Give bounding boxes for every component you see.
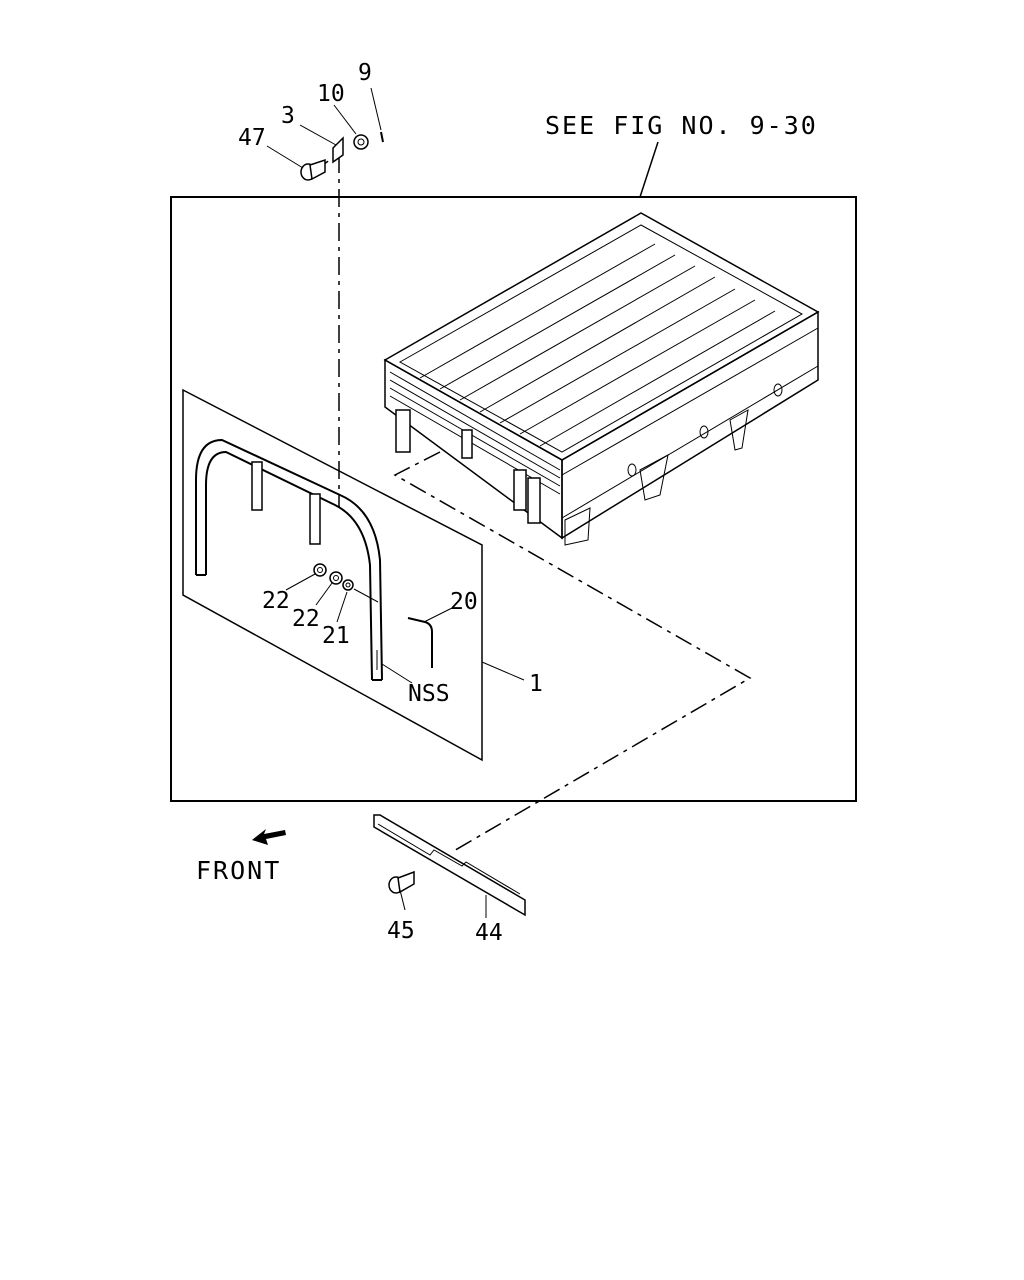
callout-21: 21 bbox=[322, 623, 350, 649]
callout-22a: 22 bbox=[262, 588, 290, 614]
bed-to-panel-line bbox=[393, 451, 752, 853]
truck-bed bbox=[383, 212, 820, 546]
reference-leader bbox=[639, 141, 659, 198]
callout-9: 9 bbox=[358, 60, 372, 86]
front-label: FRONT bbox=[196, 856, 281, 885]
cover-plate bbox=[373, 814, 526, 917]
callout-nss: NSS bbox=[408, 681, 450, 707]
assembly-frame bbox=[170, 196, 857, 802]
front-arrow-icon bbox=[252, 829, 286, 845]
callout-45: 45 bbox=[387, 918, 415, 944]
top-fasteners bbox=[300, 131, 384, 181]
callout-44: 44 bbox=[475, 920, 503, 946]
reference-text: SEE FIG NO. 9-30 bbox=[545, 111, 818, 140]
small-fasteners bbox=[313, 563, 379, 603]
callout-leaders bbox=[266, 87, 525, 918]
callout-47: 47 bbox=[238, 125, 266, 151]
callout-3: 3 bbox=[281, 103, 295, 129]
l-bolt bbox=[407, 617, 433, 668]
plate-bolt bbox=[388, 870, 415, 894]
callout-10: 10 bbox=[317, 81, 345, 107]
guard-pipe bbox=[195, 438, 383, 681]
callout-20: 20 bbox=[450, 589, 478, 615]
guard-frame-panel bbox=[182, 388, 483, 762]
callout-22b: 22 bbox=[292, 606, 320, 632]
callout-1: 1 bbox=[529, 671, 543, 697]
